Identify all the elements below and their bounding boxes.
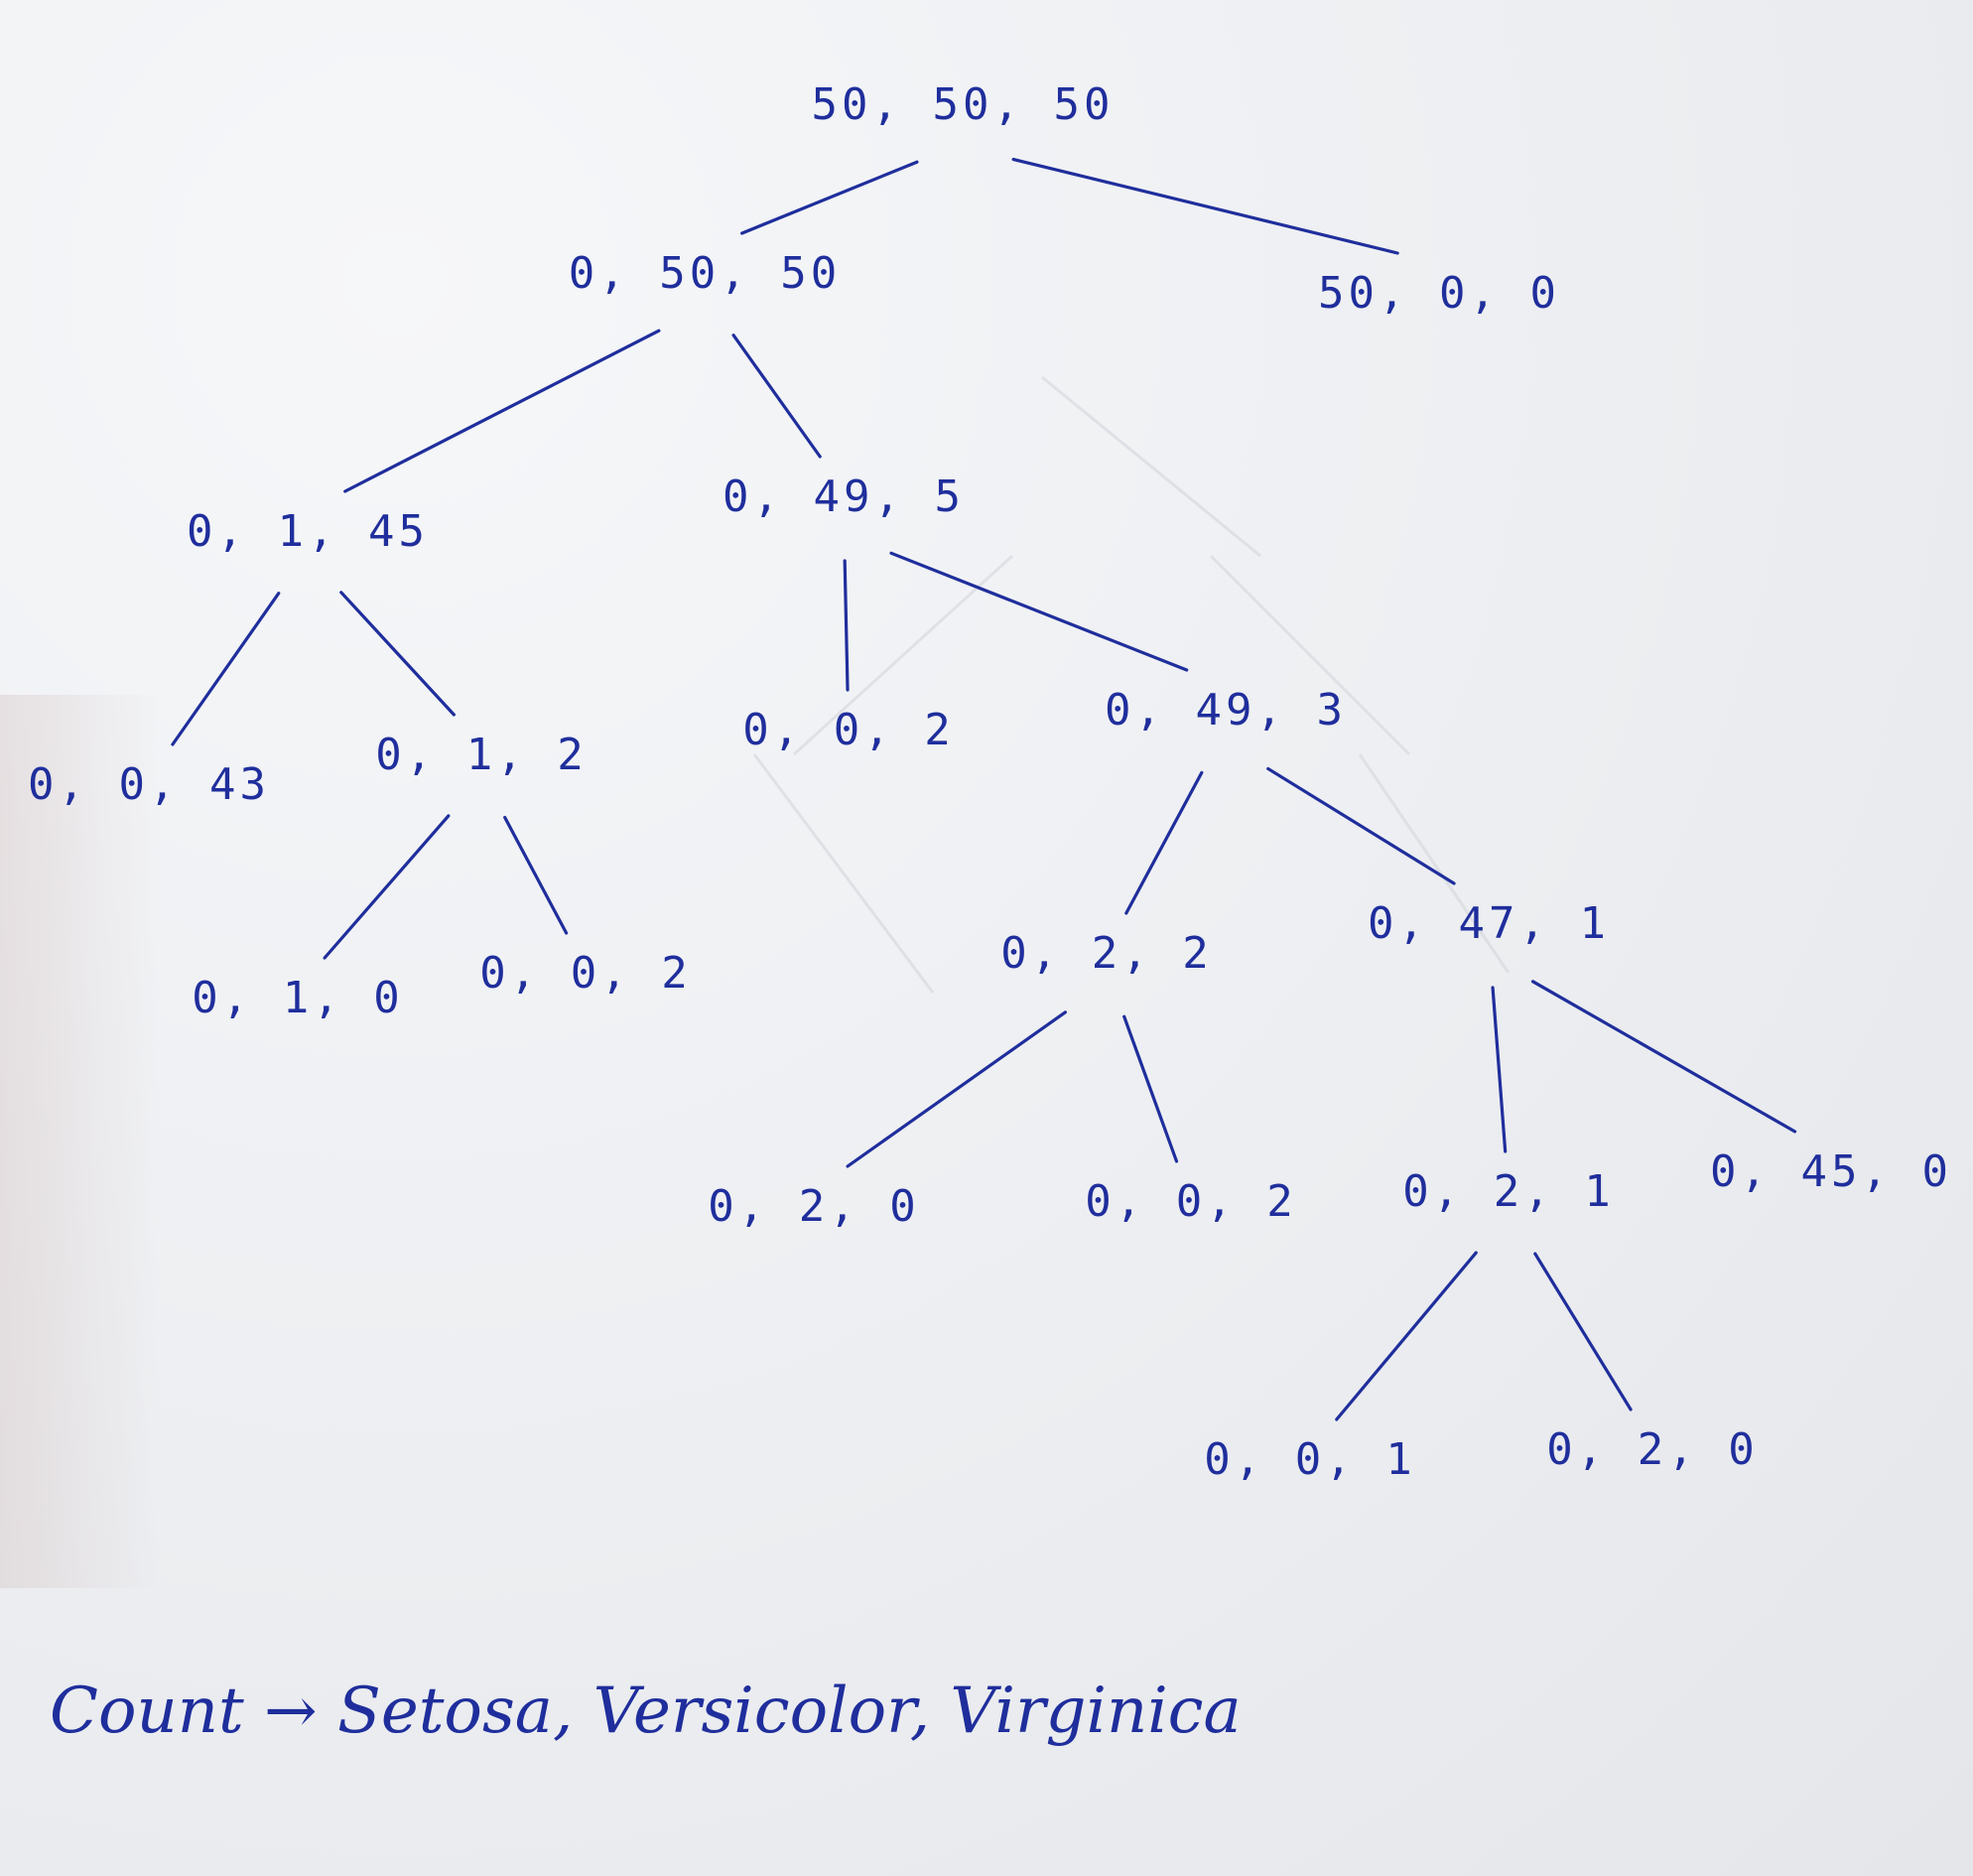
tree-edge (731, 334, 822, 459)
tree-node-label: 0, 2, 1 (1402, 1166, 1614, 1217)
tree-node-label: 0, 45, 0 (1710, 1146, 1952, 1197)
tree-node-label: 0, 1, 0 (192, 973, 403, 1023)
tree-edge (339, 591, 456, 717)
tree-edge (1266, 766, 1456, 885)
tree-node-label: 0, 0, 1 (1204, 1434, 1415, 1485)
paper-shadow (0, 695, 159, 1588)
ghost-stroke (1358, 753, 1511, 974)
tree-node-label: 0, 0, 43 (28, 759, 270, 810)
ghost-stroke (1209, 554, 1411, 756)
tree-node-label: 50, 0, 0 (1318, 268, 1560, 319)
tree-edge (171, 592, 281, 746)
tree-node-label: 0, 2, 2 (1000, 928, 1212, 979)
tree-node-label: 0, 2, 0 (708, 1181, 919, 1232)
ghost-stroke (752, 753, 935, 994)
legend-text: Count → Setosa, Versicolor, Virginica (50, 1675, 1242, 1748)
tree-edge (1011, 157, 1399, 255)
tree-edge (503, 815, 569, 935)
tree-edge (323, 814, 451, 960)
tree-node-label: 0, 47, 1 (1368, 898, 1610, 949)
tree-node-label: 0, 49, 5 (723, 471, 965, 522)
tree-edge (1122, 1014, 1179, 1163)
tree-edge (1124, 770, 1204, 915)
ghost-stroke (1041, 375, 1261, 558)
tree-node-label: 0, 0, 2 (742, 705, 954, 755)
tree-node-label: 0, 2, 0 (1546, 1424, 1758, 1475)
tree-edge (1530, 980, 1797, 1134)
tree-node-label: 0, 50, 50 (569, 248, 841, 299)
tree-edge (1533, 1252, 1633, 1411)
tree-node-label: 0, 1, 2 (375, 730, 587, 780)
tree-node-label: 50, 50, 50 (812, 79, 1115, 130)
tree-edges (171, 157, 1797, 1421)
tree-nodes: 50, 50, 50 0, 50, 50 50, 0, 0 0, 1, 45 0, 49… (28, 79, 1952, 1485)
tree-edge (846, 1010, 1067, 1168)
tree-node-label: 0, 49, 3 (1105, 685, 1347, 736)
tree-edge (343, 329, 661, 493)
tree-node-label: 0, 1, 45 (187, 506, 429, 557)
tree-edge (1491, 986, 1508, 1153)
tree-edge (740, 160, 919, 235)
tree-node-label: 0, 0, 2 (1085, 1176, 1296, 1227)
tree-node-label: 0, 0, 2 (479, 948, 691, 999)
tree-edge (843, 559, 850, 692)
ghost-impressions (752, 375, 1511, 994)
tree-edge (889, 551, 1189, 672)
tree-edge (1335, 1251, 1478, 1421)
ghost-stroke (792, 554, 1014, 756)
